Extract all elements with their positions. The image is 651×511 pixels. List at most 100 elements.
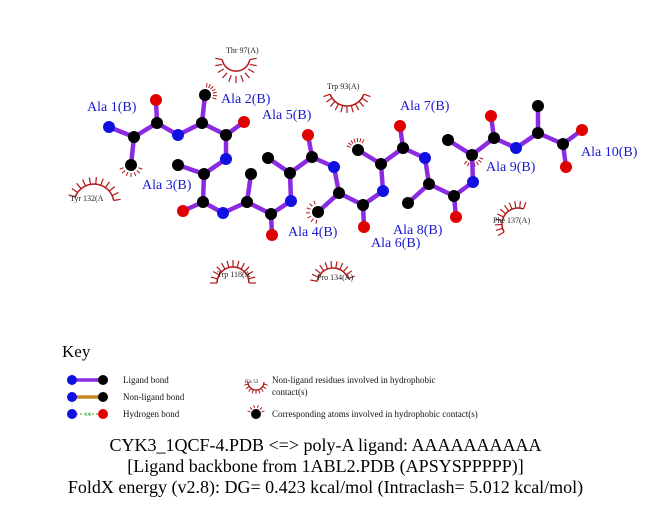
contact-spoke xyxy=(243,266,250,273)
contact-spoke xyxy=(495,227,503,231)
contact-spoke xyxy=(68,194,76,198)
contact-spoke xyxy=(236,260,240,268)
atom-c10 xyxy=(557,138,569,150)
contact-arc xyxy=(74,183,115,201)
contact-spoke xyxy=(246,270,254,276)
atom-o7 xyxy=(394,120,406,132)
hydrophobic-spike xyxy=(479,157,484,160)
contact-spoke xyxy=(226,260,230,268)
contact-spoke xyxy=(345,270,353,276)
hydrophobic-spike xyxy=(121,170,126,174)
hydrophobic-spike xyxy=(359,138,362,143)
hydrophobic-spike xyxy=(119,167,124,170)
atom-c5 xyxy=(306,151,318,163)
atom-cb1 xyxy=(125,159,137,171)
contact-label-tyr132: Tyr 132(A xyxy=(70,194,104,203)
key-ligand-bond-label: Ligand bond xyxy=(123,375,169,385)
atom-cb5 xyxy=(262,152,274,164)
hydrophobic-spike xyxy=(313,200,316,205)
contact-spoke xyxy=(522,202,527,210)
contact-spoke xyxy=(319,264,325,272)
contact-spoke xyxy=(350,105,354,113)
atom-n1 xyxy=(103,121,115,133)
contact-label-thr97: Thr 97(A) xyxy=(226,46,259,55)
contact-spoke xyxy=(217,68,225,74)
residue-label-ala5: Ala 5(B) xyxy=(262,108,312,123)
hydrophobic-spike xyxy=(212,91,217,94)
hydrophobic-spike xyxy=(133,172,137,177)
contact-label-phe137: Phe 137(A) xyxy=(493,216,531,225)
key-non-ligand-bond-label: Non-ligand bond xyxy=(123,392,185,402)
atom-ca9 xyxy=(466,149,478,161)
hydrophobic-spike xyxy=(136,170,141,174)
contact-spoke xyxy=(104,181,110,188)
contact-spoke xyxy=(260,388,264,392)
contact-arc xyxy=(501,207,524,233)
contact-spoke xyxy=(263,383,268,386)
atom-o4 xyxy=(266,229,278,241)
key-hydrogen-bond-label: Hydrogen bond xyxy=(123,409,180,419)
contact-spoke xyxy=(495,218,503,222)
contact-spoke xyxy=(82,179,87,187)
hydrophobic-spike xyxy=(210,85,214,90)
key-contact-residue-icon xyxy=(244,381,268,394)
contact-spoke xyxy=(249,57,257,61)
residue-label-ala3: Ala 3(B) xyxy=(142,178,192,193)
atom-o10b xyxy=(560,161,572,173)
atom-ca10 xyxy=(532,127,544,139)
atom-n3 xyxy=(220,153,232,165)
contact-label-trp118: Trp 118(A xyxy=(217,270,251,279)
atom-ca6 xyxy=(333,187,345,199)
hydrophobic-spike xyxy=(361,139,365,144)
contact-spoke xyxy=(248,388,252,392)
atom-o9 xyxy=(485,110,497,122)
hydrophobic-contact-cb1-icon xyxy=(119,167,143,177)
contact-spoke xyxy=(111,192,119,197)
atom-cb3 xyxy=(172,159,184,171)
contact-spoke xyxy=(95,177,97,185)
hydrophobic-spike xyxy=(249,406,253,410)
atom-o10a xyxy=(576,124,588,136)
contact-spoke xyxy=(334,103,340,111)
hydrophobic-spike xyxy=(256,405,259,409)
atom-n8 xyxy=(419,152,431,164)
hydrophobic-spike xyxy=(309,203,313,207)
hydrophobic-spike xyxy=(247,410,251,413)
contact-spoke xyxy=(245,386,250,390)
hydrophobic-spike xyxy=(138,167,143,170)
atom-cb9 xyxy=(442,134,454,146)
contact-spoke xyxy=(508,202,513,210)
atom-ca4 xyxy=(241,196,253,208)
atom-n7 xyxy=(377,185,389,197)
contact-arc xyxy=(247,381,265,391)
contact-spoke xyxy=(499,208,507,215)
trp93-contact-icon xyxy=(323,93,371,113)
residue-label-ala6: Ala 6(B) xyxy=(371,236,421,251)
key-corresponding-atoms-label: Corresponding atoms involved in hydropho… xyxy=(272,409,478,419)
contact-arc xyxy=(221,59,251,72)
hydrophobic-spike xyxy=(306,207,311,210)
hydrophobic-spike xyxy=(315,219,318,224)
atom-n10 xyxy=(510,142,522,154)
atom-o2 xyxy=(238,116,250,128)
contact-spoke xyxy=(497,213,504,218)
contact-spoke xyxy=(497,231,505,237)
hydrophobic-spike xyxy=(205,83,208,88)
thr97-contact-icon xyxy=(215,57,257,83)
atom-o8 xyxy=(450,211,462,223)
key-end-atom xyxy=(98,375,108,385)
contact-spoke xyxy=(323,93,331,98)
contact-label-pro134: Pro 134(A) xyxy=(317,273,354,282)
atom-c9 xyxy=(488,132,500,144)
hydrophobic-spike xyxy=(346,145,351,148)
contact-spoke xyxy=(519,201,522,209)
atom-ca7 xyxy=(375,158,387,170)
atom-c1 xyxy=(151,117,163,129)
hydrophobic-spike xyxy=(212,97,217,100)
contact-spoke xyxy=(251,389,254,394)
atom-cb4 xyxy=(245,168,257,180)
contact-spoke xyxy=(339,262,344,270)
atom-c7 xyxy=(397,142,409,154)
contact-spoke xyxy=(210,276,218,280)
contact-spoke xyxy=(215,63,223,67)
